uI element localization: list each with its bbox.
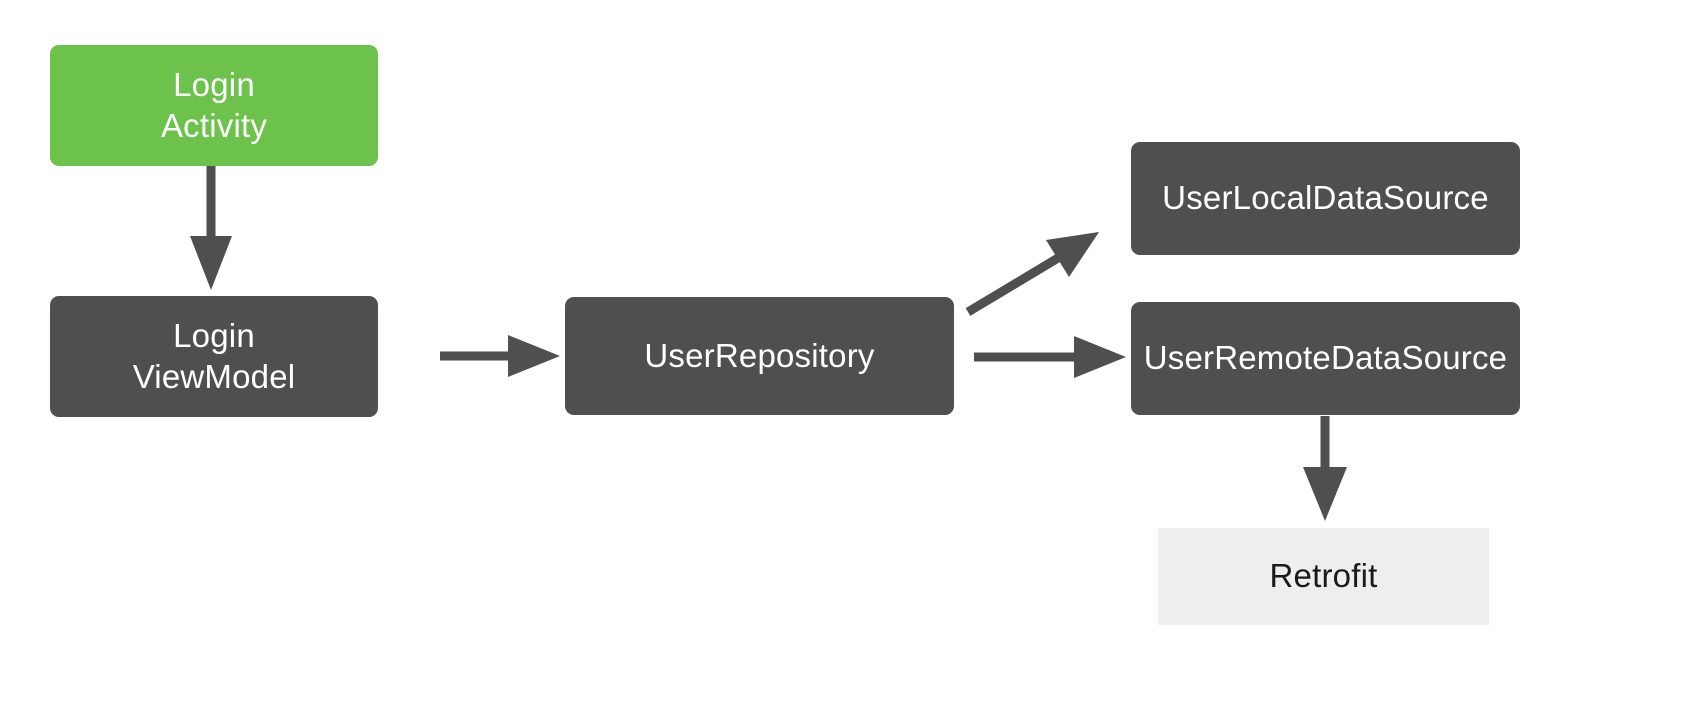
edge-login-viewmodel-to-user-repository — [440, 335, 560, 377]
edge-user-repository-to-user-local-datasource — [965, 232, 1099, 316]
edge-login-activity-to-login-viewmodel — [190, 166, 232, 290]
node-user-remote-datasource[interactable]: UserRemoteDataSource — [1131, 302, 1520, 415]
node-login-activity[interactable]: Login Activity — [50, 45, 378, 166]
node-user-repository[interactable]: UserRepository — [565, 297, 954, 415]
edge-user-repository-to-user-remote-datasource — [974, 336, 1126, 378]
node-retrofit[interactable]: Retrofit — [1158, 528, 1489, 625]
node-user-local-datasource[interactable]: UserLocalDataSource — [1131, 142, 1520, 255]
edge-user-remote-datasource-to-retrofit — [1303, 416, 1347, 521]
node-login-viewmodel[interactable]: Login ViewModel — [50, 296, 378, 417]
